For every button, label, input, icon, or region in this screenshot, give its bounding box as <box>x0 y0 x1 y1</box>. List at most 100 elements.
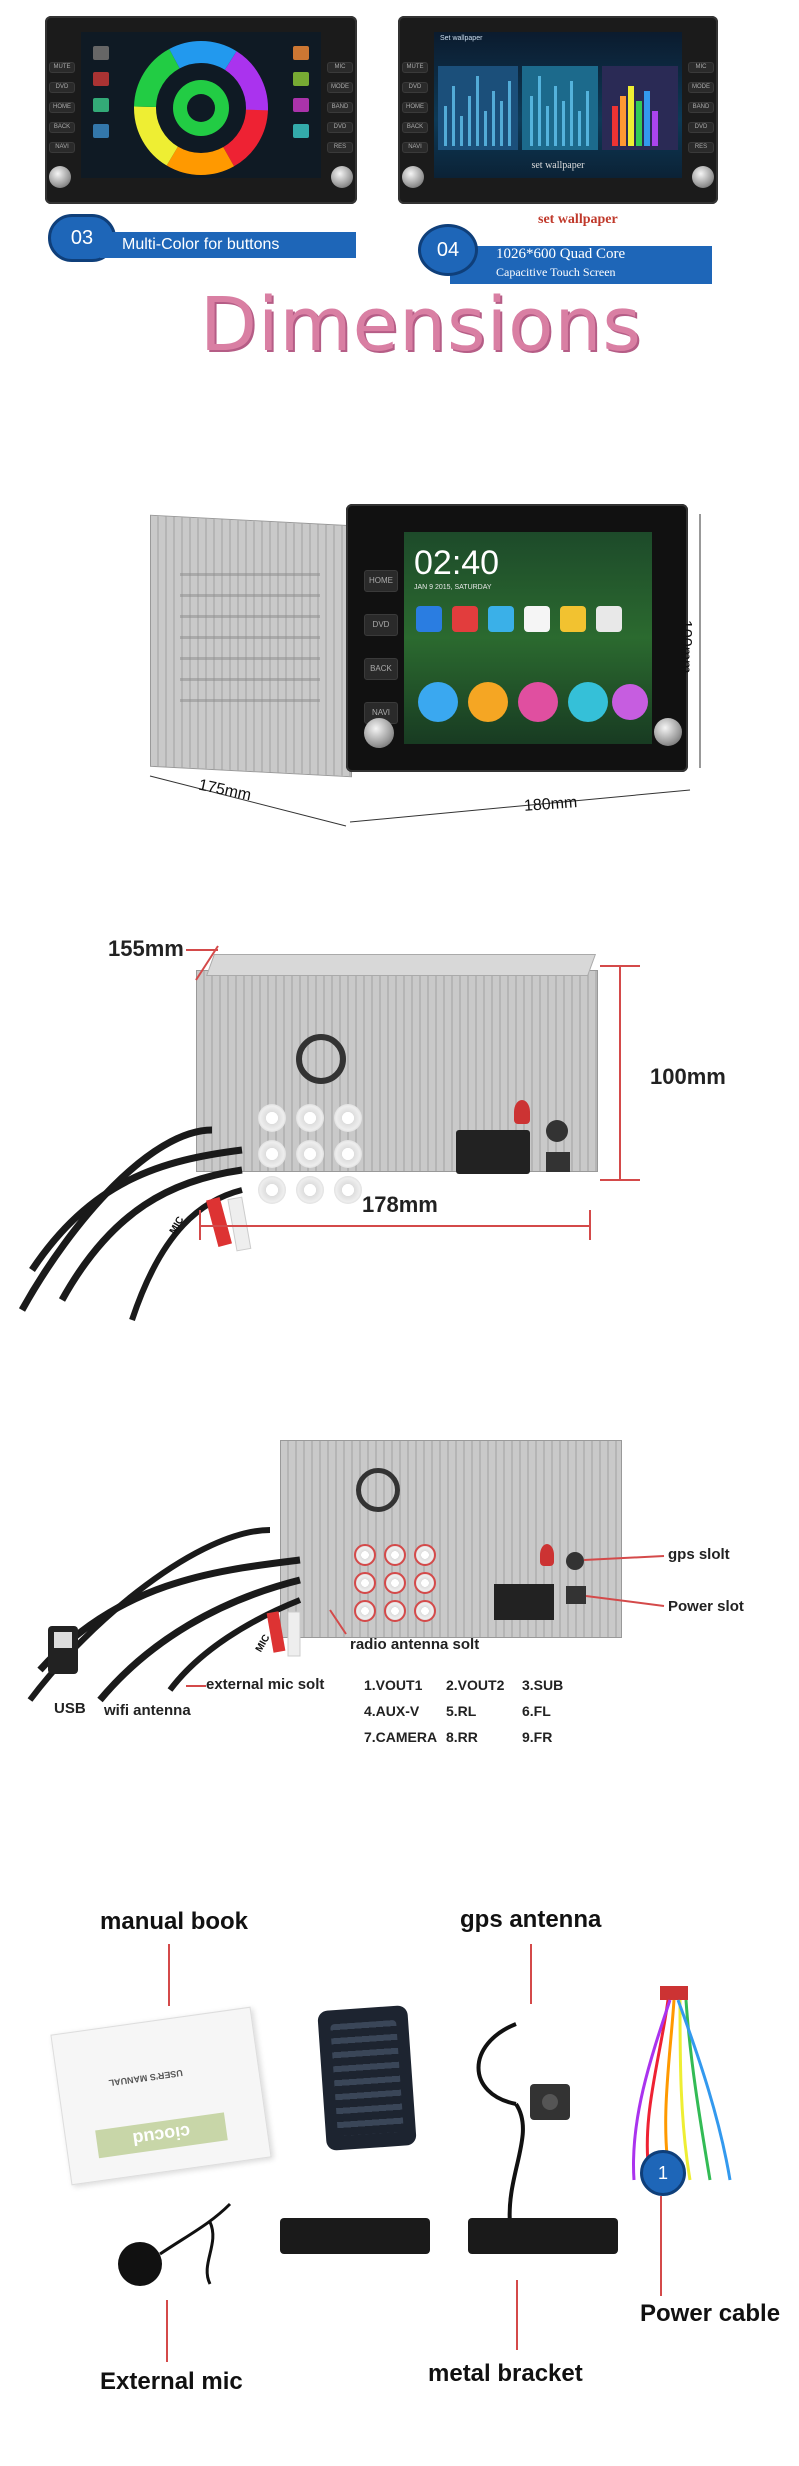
menu-button-back[interactable]: BACK <box>364 658 398 680</box>
pin-7: 7.CAMERA <box>364 1729 438 1745</box>
badge-number-04: 04 <box>418 224 478 276</box>
clock-time: 02:40 <box>414 544 500 582</box>
rca-jack[interactable] <box>334 1140 362 1168</box>
menu-button-dvd[interactable]: DVD <box>364 614 398 636</box>
menu-button-home[interactable]: HOME <box>364 570 398 592</box>
wifi-antenna-label: wifi antenna <box>104 1702 191 1719</box>
rca-jack[interactable] <box>258 1176 286 1204</box>
side-button-res[interactable]: RES <box>327 142 353 153</box>
rca-jack[interactable] <box>334 1176 362 1204</box>
jack-4[interactable] <box>354 1572 376 1594</box>
side-button-mode-2[interactable]: MODE <box>688 82 714 93</box>
manual-book: USER'S MANUAL ciocud <box>50 2006 272 2186</box>
conn-antenna[interactable] <box>540 1544 554 1566</box>
jack-3[interactable] <box>414 1544 436 1566</box>
dimensions-title: Dimensions <box>200 282 642 368</box>
metal-bracket-right <box>468 2218 618 2254</box>
color-wheel-icon <box>81 32 321 178</box>
rear-height-label: 100mm <box>650 1064 726 1089</box>
aux-connector[interactable] <box>546 1152 570 1172</box>
rca-jack[interactable] <box>296 1176 324 1204</box>
pin-9: 9.FR <box>522 1729 553 1745</box>
pin-3: 3.SUB <box>522 1677 564 1693</box>
side-button-dvd-2[interactable]: DVD <box>402 82 428 93</box>
jack-6[interactable] <box>414 1572 436 1594</box>
gps-connector[interactable] <box>546 1120 568 1142</box>
chassis-holes <box>180 560 320 720</box>
top-section: MUTE DVD HOME BACK NAVI MIC MODE BAND DV… <box>0 0 799 290</box>
conn-power-port[interactable] <box>566 1586 586 1604</box>
rear-cables <box>18 1126 252 1321</box>
power-connector[interactable] <box>456 1130 530 1174</box>
metal-bracket-left <box>280 2218 430 2254</box>
head-unit-1: MUTE DVD HOME BACK NAVI MIC MODE BAND DV… <box>45 16 357 204</box>
badge-text-line1: 1026*600 Quad Core <box>496 246 626 262</box>
rca-jack[interactable] <box>296 1104 324 1132</box>
remote-buttons <box>330 2019 404 2137</box>
manual-book-label: manual book <box>100 1908 249 1935</box>
badge-text-line2: Capacitive Touch Screen <box>496 265 616 279</box>
radio-antenna-label: radio antenna solt <box>350 1636 480 1653</box>
side-button-mute-2[interactable]: MUTE <box>402 62 428 73</box>
conn-chassis <box>280 1440 622 1638</box>
power-cable-label: Power cable <box>640 2300 781 2327</box>
front-knob-left[interactable] <box>364 718 394 748</box>
side-button-navi[interactable]: NAVI <box>49 142 75 153</box>
rear-dimension-lines <box>186 945 640 1240</box>
side-button-band[interactable]: BAND <box>327 102 353 113</box>
pin-4: 4.AUX-V <box>364 1703 420 1719</box>
antenna-connector[interactable] <box>514 1100 530 1124</box>
fan-icon <box>296 1034 346 1084</box>
left-button-column-2: MUTE DVD HOME BACK NAVI <box>402 62 428 153</box>
connections-section: gps slolt Power slot radio antenna solt … <box>0 1400 799 1820</box>
jack-2[interactable] <box>384 1544 406 1566</box>
width-label-front: 180mm <box>523 794 578 815</box>
side-button-back-2[interactable]: BACK <box>402 122 428 133</box>
rca-jack[interactable] <box>258 1140 286 1168</box>
side-button-dvd[interactable]: DVD <box>49 82 75 93</box>
rca-jack[interactable] <box>258 1104 286 1132</box>
height-label-front: 100mm <box>677 620 694 674</box>
volume-knob-left[interactable] <box>49 166 71 188</box>
manual-pointer <box>168 1944 170 2006</box>
side-button-mode[interactable]: MODE <box>327 82 353 93</box>
side-button-mic[interactable]: MIC <box>327 62 353 73</box>
side-button-dvd-right-2[interactable]: DVD <box>688 122 714 133</box>
jack-7[interactable] <box>354 1600 376 1622</box>
side-button-res-2[interactable]: RES <box>688 142 714 153</box>
jack-9[interactable] <box>414 1600 436 1622</box>
right-button-column: MIC MODE BAND DVD RES <box>327 62 353 153</box>
accessories-section: manual book gps antenna USER'S MANUAL ci… <box>0 1880 799 2466</box>
badge-text-multicolor: Multi-Color for buttons <box>100 232 356 258</box>
mic-pointer <box>166 2300 168 2362</box>
rear-depth-label: 155mm <box>108 936 184 961</box>
jack-5[interactable] <box>384 1572 406 1594</box>
rear-chassis <box>196 970 598 1172</box>
remote-control <box>317 2005 417 2151</box>
front-view: HOME DVD BACK NAVI 02:40 JAN 9 2015, SAT… <box>0 490 799 850</box>
side-button-back[interactable]: BACK <box>49 122 75 133</box>
conn-gps-port[interactable] <box>566 1552 584 1570</box>
rca-jack[interactable] <box>334 1104 362 1132</box>
jack-1[interactable] <box>354 1544 376 1566</box>
conn-power-connector[interactable] <box>494 1584 554 1620</box>
pin-5: 5.RL <box>446 1703 477 1719</box>
volume-knob-right-2[interactable] <box>692 166 714 188</box>
side-button-mute[interactable]: MUTE <box>49 62 75 73</box>
gps-pointer <box>530 1944 532 2004</box>
jack-8[interactable] <box>384 1600 406 1622</box>
rca-jack[interactable] <box>296 1140 324 1168</box>
side-button-dvd-right[interactable]: DVD <box>327 122 353 133</box>
volume-knob-right[interactable] <box>331 166 353 188</box>
side-button-mic-2[interactable]: MIC <box>688 62 714 73</box>
side-button-home[interactable]: HOME <box>49 102 75 113</box>
cable-number-badge: 1 <box>640 2150 686 2196</box>
cable-pointer <box>660 2196 662 2296</box>
side-button-navi-2[interactable]: NAVI <box>402 142 428 153</box>
side-button-home-2[interactable]: HOME <box>402 102 428 113</box>
side-button-band-2[interactable]: BAND <box>688 102 714 113</box>
front-knob-right[interactable] <box>654 718 682 746</box>
volume-knob-left-2[interactable] <box>402 166 424 188</box>
